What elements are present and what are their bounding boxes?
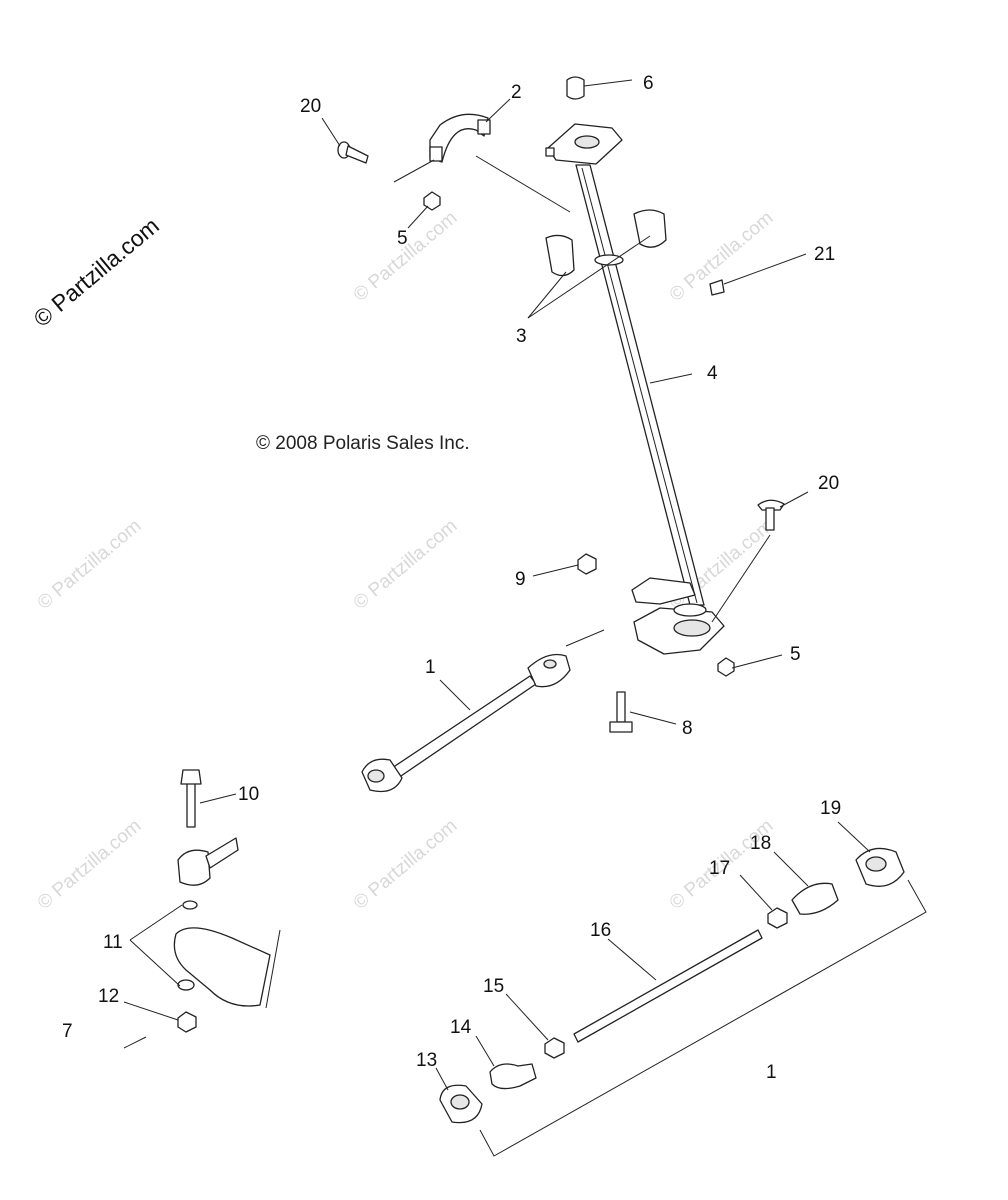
watermark: © Partzilla.com <box>34 815 146 913</box>
nut-5-top <box>423 191 441 211</box>
steering-column <box>545 123 725 655</box>
cap <box>566 76 585 100</box>
callout-19: 19 <box>820 798 841 819</box>
tie-rod-assembled <box>361 653 571 793</box>
callout-labels: 20 2 6 5 21 3 4 20 9 5 1 8 10 19 18 17 1… <box>62 73 841 1083</box>
nut-9 <box>577 553 597 575</box>
callout-10: 10 <box>238 784 259 805</box>
bolt-20-top <box>337 141 369 164</box>
watermark: © Partzilla.com <box>350 815 462 913</box>
callout-5-top: 5 <box>397 228 408 249</box>
watermark: © Partzilla.com <box>34 515 146 613</box>
callout-5-bottom: 5 <box>790 644 801 665</box>
callout-13: 13 <box>416 1050 437 1071</box>
callout-16: 16 <box>590 920 611 941</box>
leader-lines <box>123 79 927 1157</box>
callout-12: 12 <box>98 986 119 1007</box>
callout-2: 2 <box>511 82 522 103</box>
watermark-layer: © Partzilla.com © Partzilla.com © Partzi… <box>34 207 778 913</box>
callout-6: 6 <box>643 73 654 94</box>
callout-1-exploded: 1 <box>766 1062 777 1083</box>
callout-7: 7 <box>62 1021 73 1042</box>
callout-18: 18 <box>750 833 771 854</box>
callout-11: 11 <box>103 932 123 953</box>
screw-21 <box>709 279 725 296</box>
callout-1-assembled: 1 <box>425 657 436 678</box>
callout-8: 8 <box>682 718 693 739</box>
callout-3: 3 <box>516 326 527 347</box>
callout-17: 17 <box>709 858 730 879</box>
callout-9: 9 <box>515 569 526 590</box>
callout-20-top: 20 <box>300 96 321 117</box>
site-watermark: © Partzilla.com <box>29 212 164 332</box>
tie-rod-exploded <box>439 847 905 1124</box>
copyright-notice: © 2008 Polaris Sales Inc. <box>256 433 470 454</box>
callout-21: 21 <box>814 244 835 265</box>
callout-4: 4 <box>707 363 718 384</box>
callout-14: 14 <box>450 1017 472 1038</box>
bolt-20-right <box>757 499 785 531</box>
watermark: © Partzilla.com <box>350 515 462 613</box>
bolt-8 <box>609 691 633 733</box>
bushings <box>545 209 667 277</box>
nut-5-bottom <box>717 657 735 677</box>
left-linkage <box>123 769 281 1049</box>
watermark: © Partzilla.com <box>350 207 462 305</box>
callout-15: 15 <box>483 976 504 997</box>
callout-20-right: 20 <box>818 473 839 494</box>
clamp <box>429 113 491 163</box>
